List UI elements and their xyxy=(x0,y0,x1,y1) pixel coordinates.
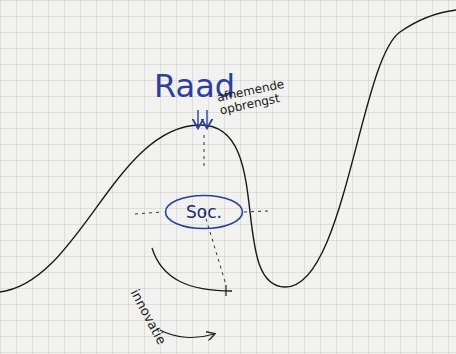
dashed-axis xyxy=(135,212,162,214)
arrow xyxy=(206,110,207,127)
ellipse-node: Soc. xyxy=(164,194,244,230)
dashed-axis xyxy=(204,212,226,285)
tick xyxy=(225,285,226,296)
wave-curve xyxy=(0,10,456,292)
arrow xyxy=(160,330,214,337)
node-label: Soc. xyxy=(186,202,222,222)
inner-arc xyxy=(152,248,232,291)
dashed-axis xyxy=(244,211,268,212)
arrow xyxy=(197,110,198,127)
dashed-axis xyxy=(204,135,205,170)
